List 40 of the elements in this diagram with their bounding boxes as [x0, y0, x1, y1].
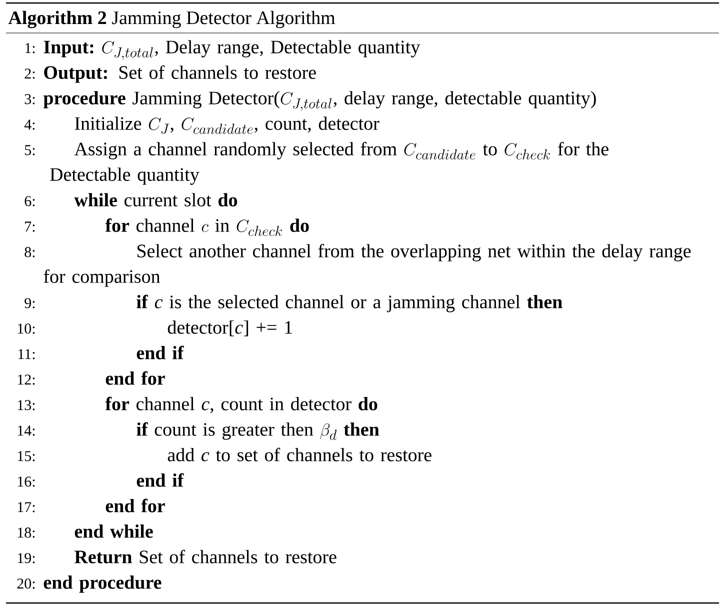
line-number: 10: [18, 324, 35, 334]
line-number: 3: [24, 94, 35, 104]
line-number: 1: [25, 43, 35, 54]
pseudocode-line: $\textbf{if}\text{ count is greater then }\beta_{d}\ \textbf{then}$ [136, 422, 380, 440]
line-number: 6: [24, 196, 35, 206]
line-number: 16: [18, 476, 35, 487]
algorithm-title: Algorithm 2 Jamming Detector Algorithm [8, 10, 336, 28]
line-number: 12: [18, 374, 35, 385]
line-number: 2: [24, 68, 35, 79]
pseudocode-line: $\text{Assign a channel randomly selected from }C_{candidate}\text{ to }C_{check}\text{ for the}\allowbreak\text{ Detectable quantity}$ [50, 142, 608, 185]
line-number: 14: [18, 426, 35, 436]
line-number: 5: [25, 145, 35, 156]
pseudocode-line: end if [136, 346, 184, 360]
pseudocode-line: end for [106, 371, 165, 385]
pseudocode-line: end if [136, 473, 184, 487]
line-number: 19: [18, 553, 35, 564]
line-number: 8: [24, 247, 35, 258]
line-number: 4: [24, 120, 35, 130]
pseudocode-line: detector[c] += 1 [168, 320, 292, 336]
pseudocode-line: for channel c, count in detector do [105, 396, 378, 414]
line-number: 15: [18, 451, 35, 462]
pseudocode-line: $\textbf{procedure}\text{ Jamming Detector(}C_{J,total}\text{, delay range,}\allowbreak\text{ detectable quantity)}$ [43, 91, 596, 112]
line-number: 7: [25, 222, 35, 232]
pseudocode-line: $\text{Initialize }C_{J}\text{, }C_{candidate}\text{, count, detector}$ [74, 116, 380, 134]
line-number: 18: [18, 528, 35, 538]
pseudocode-line: Output: Set of channels to restore [44, 65, 316, 83]
line-number: 11: [18, 349, 35, 360]
pseudocode-line: Return Set of channels to restore [74, 550, 336, 564]
pseudocode-line: $\textbf{Input:}\ C_{J,total}\text{, Delay range, Detectable quantity}$ [44, 40, 420, 60]
pseudocode-line: end procedure [44, 575, 162, 593]
line-number: 9: [24, 298, 35, 308]
line-number: 20: [17, 578, 35, 589]
line-number: 17: [18, 502, 35, 512]
pseudocode-line: end for [106, 498, 165, 512]
pseudocode-line: while current slot do [74, 193, 238, 206]
pseudocode-line: $\textbf{for}\text{ channel }c\text{ in }C_{check}\ \textbf{do}$ [105, 218, 309, 236]
line-number: 13: [18, 400, 35, 410]
pseudocode-line: end while [74, 524, 153, 538]
pseudocode-line: if c is the selected channel or a jamming channel then [136, 294, 562, 312]
pseudocode-line: add c to set of channels to restore [168, 448, 432, 462]
